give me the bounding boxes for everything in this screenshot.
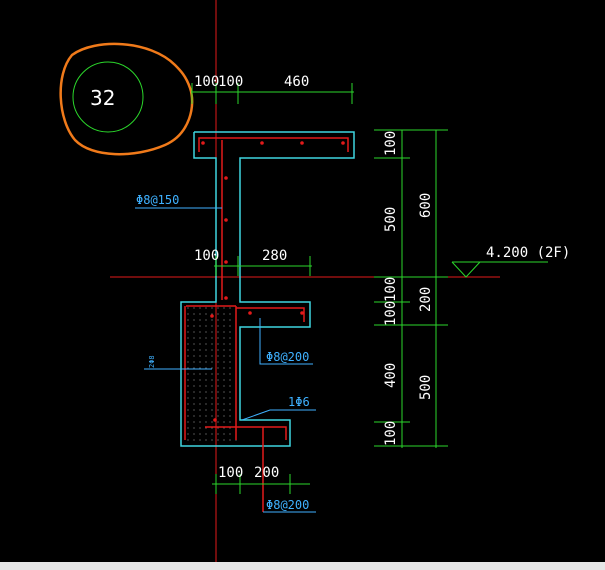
elevation-label: 4.200 (2F): [486, 245, 570, 261]
right-dim-2: 500: [383, 207, 399, 232]
single-rebar-leader: [241, 409, 316, 421]
mid-dimension: [214, 256, 312, 276]
top-dim-c: 460: [284, 74, 309, 90]
right-dimension-chains: [374, 129, 448, 448]
marker-number: 32: [90, 86, 115, 110]
middle-rebar-label: Φ8@200: [266, 350, 309, 364]
middle-rebar-leader: [259, 318, 313, 365]
right-dim-1: 100: [383, 131, 399, 156]
bottom-rebar-label: Φ8@200: [266, 498, 309, 512]
bottom-strip: [0, 562, 605, 570]
orange-highlight-icon: [59, 42, 194, 156]
bottom-dim-a: 100: [218, 465, 243, 481]
rebar-dots: [201, 141, 345, 422]
upper-rebar-label: Φ8@150: [136, 193, 179, 207]
elevation-marker-icon: [451, 261, 548, 278]
right-dim-5: 400: [383, 363, 399, 388]
bottom-dim-b: 200: [254, 465, 279, 481]
right-dim-outer-1: 600: [418, 193, 434, 218]
upper-beam-outline: [180, 131, 355, 447]
mid-dim-b: 280: [262, 248, 287, 264]
top-dim-a: 100: [194, 74, 219, 90]
right-dim-6: 100: [383, 421, 399, 446]
marker-circle: [72, 61, 144, 133]
right-dim-3: 100: [383, 277, 399, 302]
top-dim-b: 100: [218, 74, 243, 90]
bottom-dimension: [212, 474, 310, 494]
right-dim-4: 100: [383, 301, 399, 326]
right-dim-outer-2: 200: [418, 287, 434, 312]
top-dimension: [191, 83, 354, 104]
rebar-lines: [184, 137, 349, 512]
single-rebar-label: 1Φ6: [288, 395, 310, 409]
right-dim-outer-3: 500: [418, 375, 434, 400]
side-small-label: 2Φ8: [148, 355, 156, 368]
concrete-wall-fill: [183, 305, 239, 443]
mid-dim-a: 100: [194, 248, 219, 264]
